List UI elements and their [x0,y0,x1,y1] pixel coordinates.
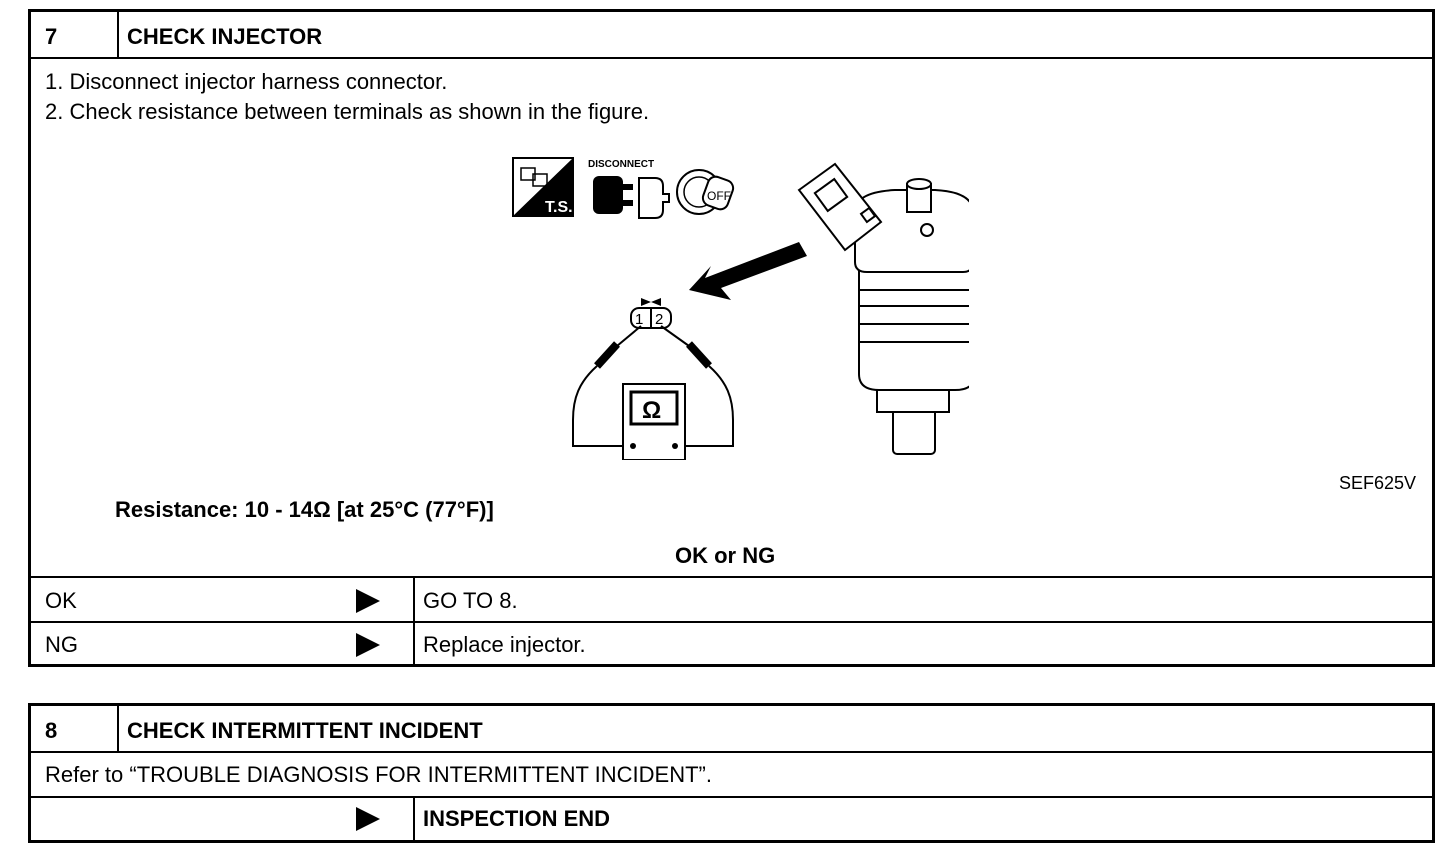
result-row-end: INSPECTION END [31,798,1432,840]
results-top-rule [31,796,1432,798]
result-arrow-icon [356,807,380,831]
result-row-ok: OK GO TO 8. [31,578,1432,622]
result-condition-ok: OK [45,588,77,613]
header-divider [117,12,119,57]
disconnect-icon: DISCONNECT [588,159,670,219]
result-arrow-icon [356,589,380,613]
results-divider [413,796,415,840]
step-7-title: CHECK INJECTOR [127,24,323,49]
header-rule [31,57,1432,59]
resistance-spec: Resistance: 10 - 14Ω [at 25°C (77°F)] [115,497,494,522]
ts-label: T.S. [545,199,573,216]
ohmmeter: Ω [622,383,686,460]
result-action-ok[interactable]: GO TO 8. [423,588,518,613]
ohm-symbol: Ω [642,397,661,424]
ignition-off-label: OFF [707,189,731,203]
header-divider [117,706,119,751]
disconnect-label: DISCONNECT [588,159,654,170]
result-action-ng: Replace injector. [423,632,586,657]
step-8-table: 8 CHECK INTERMITTENT INCIDENT Refer to “… [28,703,1435,843]
results-mid-rule [31,621,1432,623]
ts-icon: T.S. [512,157,574,217]
figure-code: SEF625V [1339,473,1417,493]
result-row-ng: NG Replace injector. [31,623,1432,667]
terminal-2-label: 2 [655,311,663,328]
step-8-title: CHECK INTERMITTENT INCIDENT [127,718,483,743]
test-leads [572,325,734,447]
ok-or-ng-prompt: OK or NG [675,543,776,568]
pointer-arrow [689,242,807,300]
inspection-end: INSPECTION END [423,806,611,831]
step-7-table: 7 CHECK INJECTOR 1. Disconnect injector … [28,9,1435,667]
header-rule [31,751,1432,753]
result-arrow-icon [356,633,380,657]
injector-resistance-figure: T.S. DISCONNECT OFF 1 2 [512,157,969,460]
terminal-1-label: 1 [635,311,643,328]
fuel-injector [797,162,969,455]
instruction-1: 1. Disconnect injector harness connector… [45,69,448,94]
result-condition-ng: NG [45,632,78,657]
step-7-number: 7 [45,24,58,49]
connector-terminals: 1 2 [630,298,672,329]
ignition-off-icon: OFF [676,169,735,215]
step-8-instruction: Refer to “TROUBLE DIAGNOSIS FOR INTERMIT… [45,762,712,787]
step-8-number: 8 [45,718,58,743]
instruction-2: 2. Check resistance between terminals as… [45,99,650,124]
results-top-rule [31,576,1432,578]
